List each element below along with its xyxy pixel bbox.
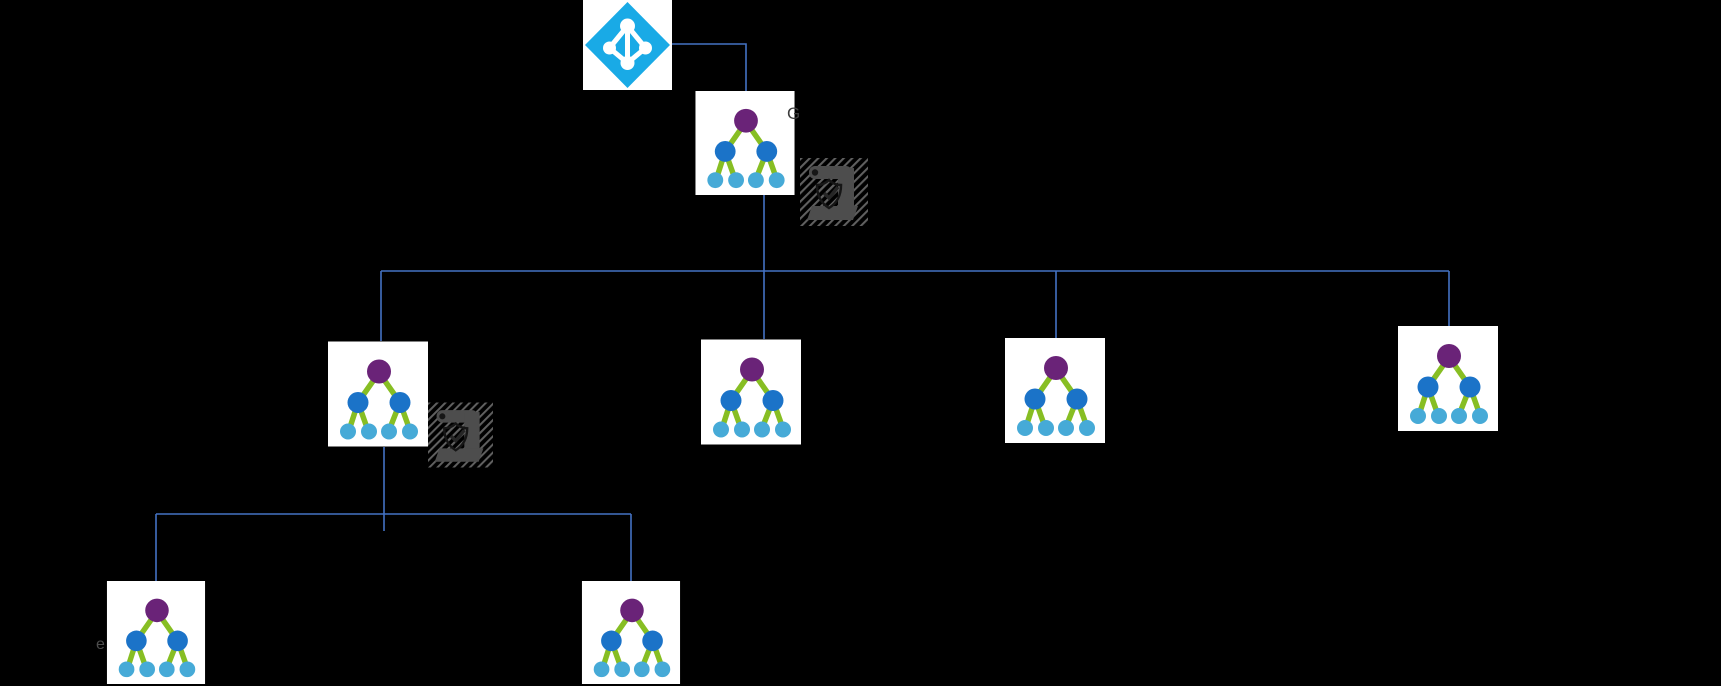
root-management-group-node bbox=[695, 91, 795, 195]
management-group-icon bbox=[328, 341, 428, 447]
management-group-node-6 bbox=[581, 581, 681, 684]
management-group-icon bbox=[106, 581, 206, 684]
azure-ad-node bbox=[583, 0, 672, 90]
management-group-node-1 bbox=[328, 341, 428, 447]
edge-ad-to-root bbox=[672, 43, 747, 91]
management-group-icon bbox=[1005, 338, 1105, 443]
policy-node-mg1 bbox=[428, 401, 493, 469]
management-group-node-3 bbox=[1005, 338, 1105, 443]
management-group-node-5 bbox=[106, 581, 206, 684]
management-group-icon bbox=[1398, 326, 1498, 431]
management-group-icon bbox=[581, 581, 681, 684]
management-group-icon bbox=[695, 91, 795, 195]
management-group-icon bbox=[701, 339, 801, 445]
policy-icon bbox=[428, 402, 493, 468]
management-group-node-4 bbox=[1398, 326, 1498, 431]
policy-node-root bbox=[800, 158, 868, 226]
azure-ad-icon bbox=[583, 0, 672, 90]
root-group-label-fragment: G bbox=[787, 104, 801, 123]
policy-icon bbox=[800, 158, 868, 226]
management-group-node-2 bbox=[701, 339, 801, 445]
bottom-left-label-fragment: e bbox=[96, 636, 105, 653]
